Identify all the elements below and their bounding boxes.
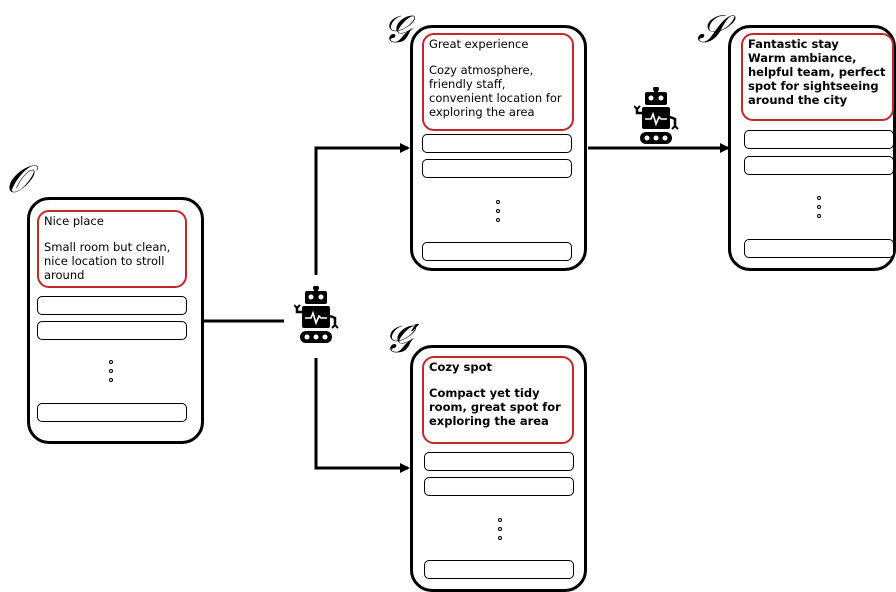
ellipsis-dots: [496, 200, 502, 227]
list-row: [424, 452, 574, 471]
arrow-to-g: [314, 143, 410, 275]
card-s-title: Fantastic stay: [748, 37, 839, 51]
card-g: Great experience Cozy atmosphere, friend…: [410, 25, 587, 271]
list-row: [37, 321, 187, 340]
card-g-prime: Cozy spot Compact yet tidy room, great s…: [410, 345, 587, 592]
list-row: [37, 296, 187, 315]
list-row: [424, 477, 574, 496]
symbol-s: 𝒮: [697, 7, 727, 51]
card-g-prime-body: Compact yet tidy room, great spot for ex…: [429, 386, 561, 428]
ellipsis-dots: [498, 518, 504, 545]
list-row: [422, 242, 572, 261]
robot-icon: [634, 87, 679, 144]
arrow-to-g-prime: [314, 358, 410, 473]
card-o-title: Nice place: [44, 214, 104, 228]
highlight-box-s: Fantastic stay Warm ambiance, helpful te…: [741, 33, 894, 121]
card-g-title: Great experience: [429, 37, 529, 51]
list-row: [744, 239, 894, 258]
highlight-box-g-prime: Cozy spot Compact yet tidy room, great s…: [422, 356, 574, 444]
list-row: [424, 560, 574, 579]
card-g-prime-title: Cozy spot: [429, 360, 493, 374]
list-row: [422, 159, 572, 178]
symbol-o: 𝒪: [6, 157, 30, 201]
list-row: [37, 403, 187, 422]
symbol-g-prime: 𝒢′: [384, 317, 420, 361]
list-row: [422, 134, 572, 153]
highlight-box-g: Great experience Cozy atmosphere, friend…: [422, 33, 574, 131]
list-row: [744, 130, 894, 149]
symbol-g: 𝒢: [383, 7, 411, 51]
card-g-body: Cozy atmosphere, friendly staff, conveni…: [429, 63, 562, 119]
list-row: [744, 156, 894, 175]
card-o: Nice place Small room but clean, nice lo…: [27, 197, 204, 444]
robot-icon: [294, 286, 339, 343]
highlight-box-o: Nice place Small room but clean, nice lo…: [37, 210, 187, 288]
card-s-body: Warm ambiance, helpful team, perfect spo…: [748, 51, 886, 107]
ellipsis-dots: [817, 196, 823, 223]
ellipsis-dots: [109, 360, 115, 387]
card-o-body: Small room but clean, nice location to s…: [44, 240, 171, 282]
card-s: Fantastic stay Warm ambiance, helpful te…: [728, 25, 896, 271]
